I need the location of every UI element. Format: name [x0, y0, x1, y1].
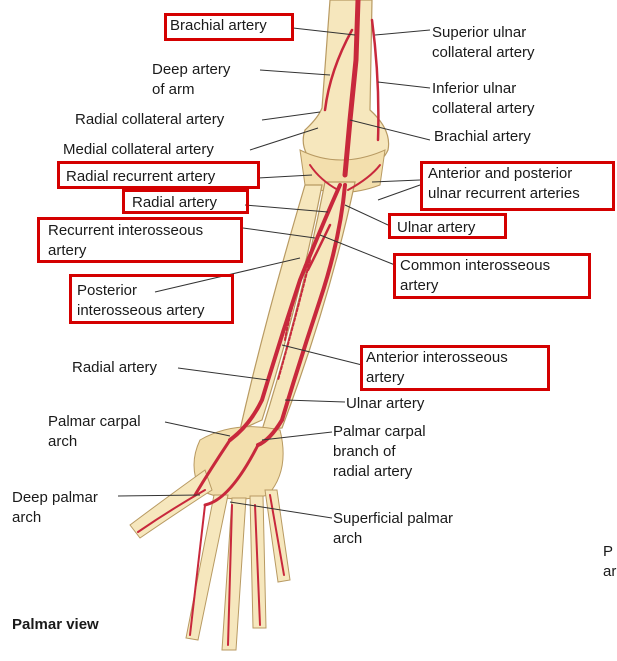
highlight-box-common-interosseous-artery: [393, 253, 591, 299]
label-superior-ulnar-collateral-artery: Superior ulnar collateral artery: [432, 23, 535, 63]
label-palmar-carpal-arch: Palmar carpal arch: [48, 412, 141, 452]
highlight-box-radial-artery-upper: [122, 189, 249, 214]
label-ulnar-artery-lower: Ulnar artery: [346, 394, 424, 414]
label-brachial-artery-right: Brachial artery: [434, 127, 531, 147]
clipped-text-fragment: P ar: [603, 542, 616, 582]
highlight-box-radial-recurrent-artery: [57, 161, 260, 189]
highlight-box-brachial-artery-top: [164, 13, 294, 41]
highlight-box-anterior-interosseous-artery: [360, 345, 550, 391]
label-radial-collateral-artery: Radial collateral artery: [75, 110, 224, 130]
thumb-bones: [130, 470, 212, 538]
highlight-box-ulnar-recurrent-arteries: [420, 161, 615, 211]
label-inferior-ulnar-collateral-artery: Inferior ulnar collateral artery: [432, 79, 535, 119]
label-deep-artery-of-arm: Deep artery of arm: [152, 60, 230, 100]
label-superficial-palmar-arch: Superficial palmar arch: [333, 509, 453, 549]
label-radial-artery-lower: Radial artery: [72, 358, 157, 378]
label-medial-collateral-artery: Medial collateral artery: [63, 140, 214, 160]
finger-middle: [222, 498, 246, 650]
highlight-box-posterior-interosseous-artery: [69, 274, 234, 324]
highlight-box-recurrent-interosseous-artery: [37, 217, 243, 263]
label-palmar-carpal-branch: Palmar carpal branch of radial artery: [333, 422, 426, 482]
highlight-box-ulnar-artery-upper: [388, 213, 507, 239]
view-label: Palmar view: [12, 615, 99, 635]
label-deep-palmar-arch: Deep palmar arch: [12, 488, 98, 528]
